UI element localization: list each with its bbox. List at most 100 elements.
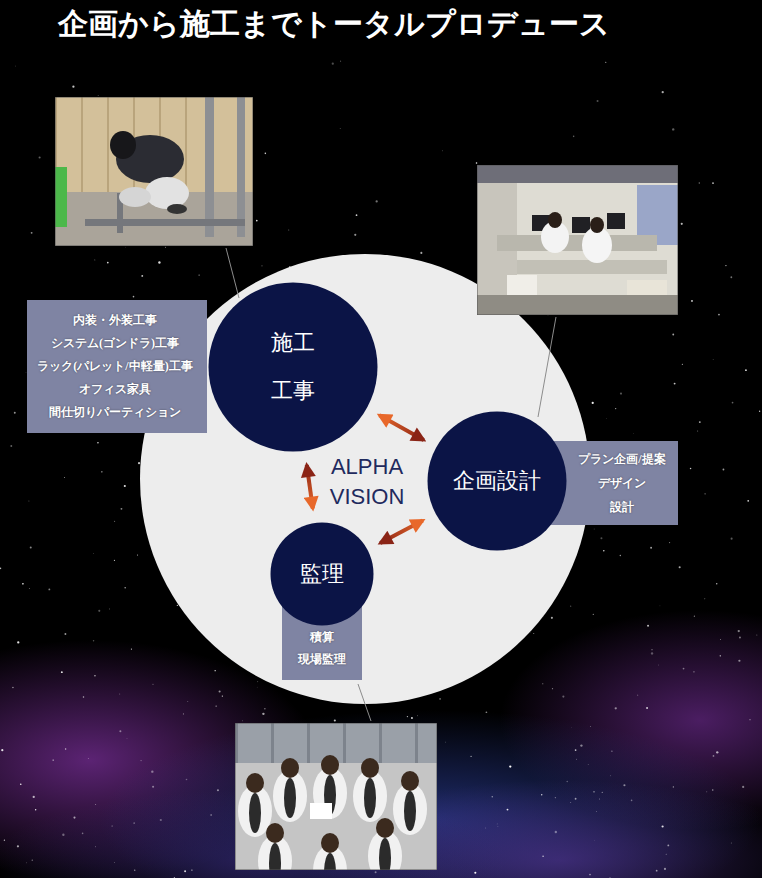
photo-detail — [343, 723, 346, 763]
star — [94, 259, 96, 261]
star — [554, 797, 556, 799]
star — [262, 713, 264, 715]
star — [215, 670, 216, 671]
photo-detail — [167, 204, 187, 214]
star — [509, 765, 511, 767]
star — [562, 696, 564, 698]
star — [555, 831, 557, 833]
star — [552, 688, 553, 689]
star — [606, 418, 608, 420]
star — [590, 726, 592, 728]
star — [126, 738, 128, 740]
star — [28, 587, 30, 589]
star — [541, 794, 542, 795]
star — [222, 695, 223, 696]
star — [570, 802, 572, 804]
node-label: 監理 — [300, 560, 344, 589]
star — [712, 358, 714, 360]
star — [485, 827, 487, 829]
star — [683, 668, 685, 670]
star — [476, 162, 478, 164]
star — [140, 760, 141, 761]
photo-detail — [376, 818, 394, 838]
star — [340, 61, 341, 62]
star — [151, 770, 153, 772]
photo-detail — [548, 212, 562, 228]
photo-frame — [477, 165, 678, 315]
star — [575, 798, 577, 800]
node-label: 企画設計 — [453, 467, 541, 496]
star — [659, 605, 661, 607]
star — [646, 707, 648, 709]
star — [593, 528, 595, 530]
photo-detail — [119, 187, 151, 207]
star — [111, 825, 113, 827]
photo-detail — [145, 177, 189, 209]
star — [573, 136, 575, 138]
star — [332, 63, 334, 65]
construction-photo — [55, 97, 253, 246]
photo-detail — [379, 838, 391, 870]
star — [542, 683, 544, 685]
star — [165, 247, 166, 248]
star — [725, 265, 726, 266]
star — [334, 719, 336, 721]
star — [609, 877, 610, 878]
star — [706, 791, 707, 792]
star — [739, 636, 741, 638]
star — [134, 870, 135, 871]
star — [580, 744, 582, 746]
star — [662, 825, 664, 827]
star — [420, 252, 422, 254]
star — [215, 705, 217, 707]
star — [497, 826, 499, 828]
photo-detail — [590, 217, 604, 233]
leader-line — [226, 248, 239, 298]
photo-detail — [110, 131, 136, 159]
star — [4, 839, 5, 840]
star — [747, 500, 749, 502]
star — [14, 412, 16, 414]
star — [492, 796, 494, 798]
star — [10, 445, 12, 447]
photo-detail — [415, 723, 418, 763]
vision-label-holder: ALPHA VISION — [311, 452, 423, 513]
photo-frame — [235, 723, 437, 870]
star — [114, 521, 115, 522]
star — [101, 471, 102, 472]
star — [542, 856, 543, 857]
star — [114, 560, 115, 561]
photo-detail — [107, 97, 109, 192]
star — [411, 717, 413, 719]
star — [694, 616, 695, 617]
construction-circle: 施工 工事 — [208, 282, 378, 452]
star — [94, 846, 96, 848]
star — [376, 200, 378, 202]
star — [177, 605, 178, 606]
star — [52, 759, 53, 760]
star — [107, 262, 109, 264]
photo-detail — [284, 778, 296, 818]
photo-detail — [379, 723, 382, 763]
star — [1, 749, 3, 751]
photo-detail — [364, 778, 376, 818]
star — [597, 100, 599, 102]
star — [652, 649, 653, 650]
star — [35, 809, 36, 810]
star — [138, 462, 140, 464]
star — [742, 786, 744, 788]
star — [241, 720, 243, 722]
node-label: デザイン — [572, 471, 672, 495]
star — [589, 874, 591, 876]
star — [682, 364, 683, 365]
star — [33, 796, 35, 798]
star — [664, 868, 666, 870]
star — [691, 300, 693, 302]
photo-detail — [205, 97, 214, 237]
planning-circle: 企画設計 — [427, 411, 567, 551]
photo-detail — [477, 165, 678, 183]
star — [94, 675, 96, 677]
star — [261, 265, 262, 266]
star — [716, 751, 718, 753]
